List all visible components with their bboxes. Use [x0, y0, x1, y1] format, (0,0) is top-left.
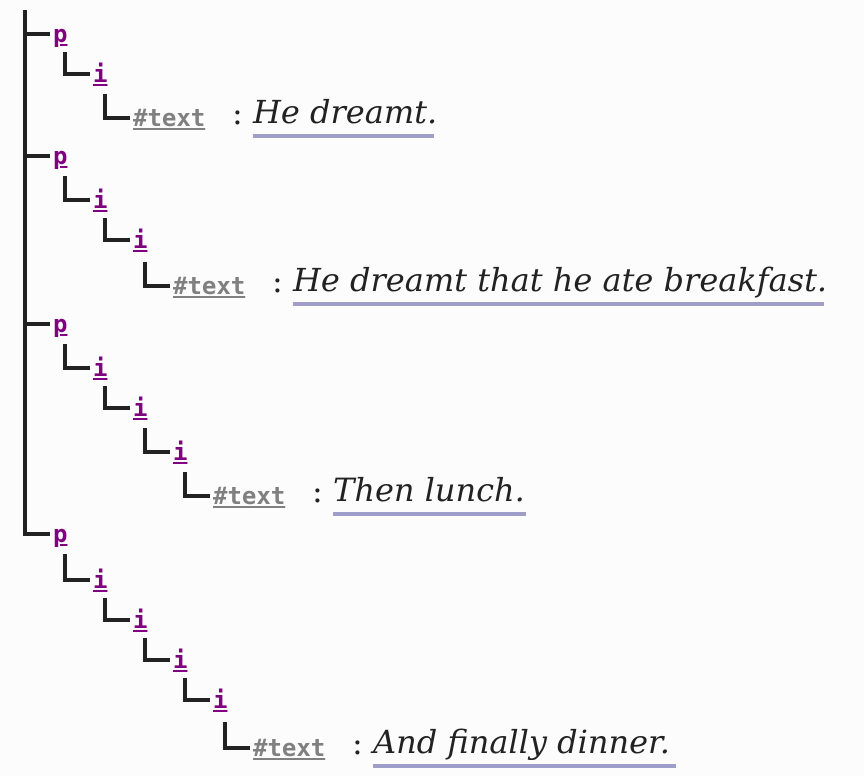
text-value-underline [293, 302, 824, 306]
text-value: Then lunch. [333, 471, 525, 509]
connector-line [223, 722, 227, 750]
connector-line [143, 284, 170, 288]
node-text[interactable]: #text [173, 272, 246, 300]
connector-line [223, 746, 250, 750]
connector-line [103, 618, 130, 622]
node-p[interactable]: p [53, 20, 68, 48]
node-i[interactable]: i [133, 226, 148, 254]
node-i[interactable]: i [133, 394, 148, 422]
node-i[interactable]: i [93, 60, 108, 88]
node-p[interactable]: p [53, 520, 68, 548]
connector-line [63, 578, 90, 582]
node-separator: : [232, 94, 243, 132]
connector-line [23, 154, 50, 158]
connector-line [143, 658, 170, 662]
connector-line [103, 238, 130, 242]
node-i[interactable]: i [173, 646, 188, 674]
text-value: He dreamt. [253, 93, 438, 131]
connector-line [63, 344, 67, 370]
node-text[interactable]: #text [213, 482, 286, 510]
connector-line [143, 450, 170, 454]
connector-line [143, 428, 147, 454]
connector-line [103, 386, 107, 410]
text-value-underline [333, 512, 526, 516]
node-p[interactable]: p [53, 310, 68, 338]
connector-line [183, 494, 210, 498]
node-i[interactable]: i [173, 438, 188, 466]
text-value: He dreamt that he ate breakfast. [293, 261, 828, 299]
connector-line [63, 554, 67, 582]
text-value: And finally dinner. [373, 723, 670, 761]
text-value-underline [253, 134, 434, 138]
node-i[interactable]: i [213, 686, 228, 714]
node-i[interactable]: i [93, 354, 108, 382]
connector-line [63, 72, 90, 76]
node-separator: : [272, 262, 283, 300]
connector-line [183, 472, 187, 498]
node-separator: : [352, 724, 363, 762]
node-p[interactable]: p [53, 142, 68, 170]
root-connector-line [23, 10, 27, 536]
connector-line [103, 598, 107, 622]
connector-line [63, 198, 90, 202]
node-separator: : [312, 472, 323, 510]
connector-line [23, 322, 50, 326]
node-i[interactable]: i [93, 186, 108, 214]
connector-line [103, 218, 107, 242]
connector-line [143, 638, 147, 662]
connector-line [23, 32, 50, 36]
node-i[interactable]: i [93, 566, 108, 594]
connector-line [103, 116, 130, 120]
node-text[interactable]: #text [253, 734, 326, 762]
connector-line [143, 262, 147, 288]
connector-line [103, 94, 107, 120]
text-value-underline [373, 764, 676, 768]
connector-line [23, 532, 50, 536]
connector-line [63, 176, 67, 202]
connector-line [103, 406, 130, 410]
connector-line [183, 698, 210, 702]
node-text[interactable]: #text [133, 104, 206, 132]
connector-line [183, 678, 187, 702]
node-i[interactable]: i [133, 606, 148, 634]
connector-line [63, 52, 67, 76]
connector-line [63, 366, 90, 370]
